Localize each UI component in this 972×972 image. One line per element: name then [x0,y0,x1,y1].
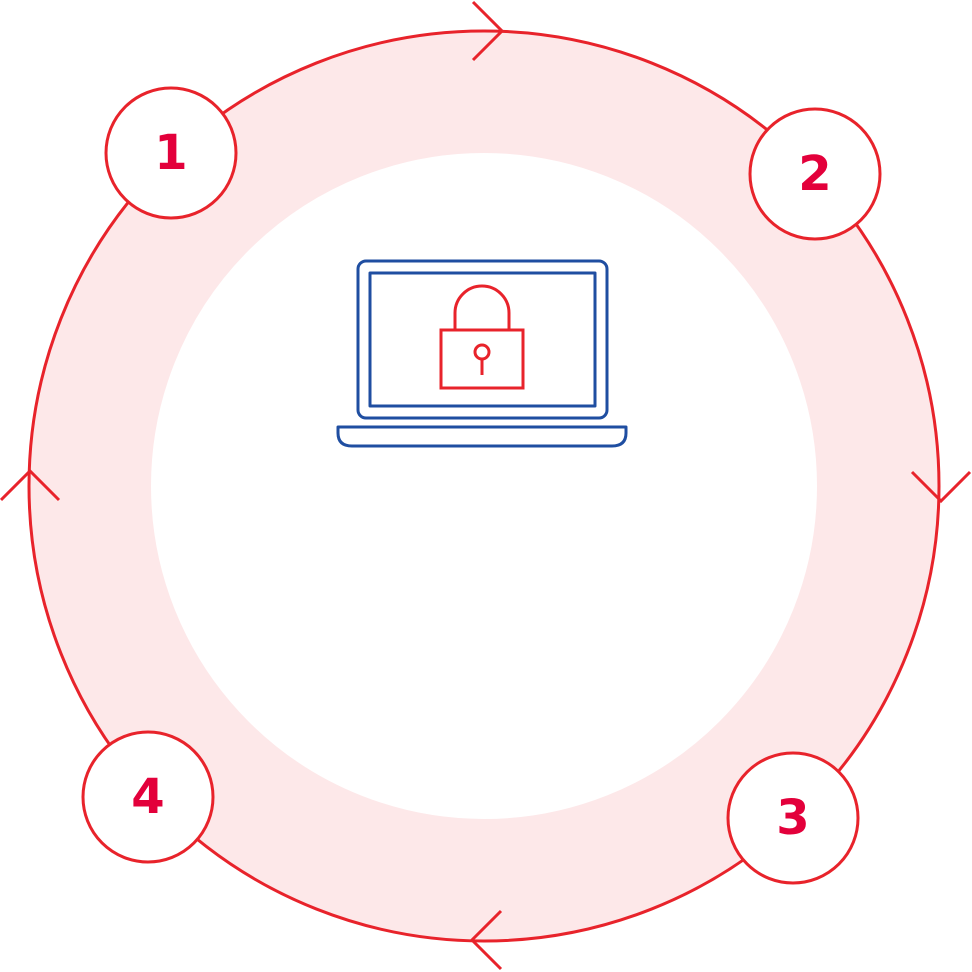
laptop-lock-icon [336,259,628,448]
step-number: 4 [131,769,164,825]
arrow-right-top [471,0,505,62]
step-4: 4 [81,730,215,864]
laptop-screen [368,271,597,408]
step-circle [726,751,860,885]
lock-icon [439,284,525,390]
arrow-down-right [910,470,972,504]
step-3: 3 [726,751,860,885]
step-number: 3 [776,790,809,846]
step-circle [104,86,238,220]
laptop-icon [336,259,628,448]
step-2: 2 [748,107,882,241]
step-number: 1 [154,125,187,181]
step-circle [81,730,215,864]
step-circle [748,107,882,241]
lock-shackle [453,284,511,330]
arrow-up-left [0,468,61,502]
lock-body [439,328,525,390]
arrow-left-bottom [469,909,503,971]
step-1: 1 [104,86,238,220]
step-number: 2 [798,146,831,202]
lock-keyhole [473,343,491,361]
laptop-base [336,425,628,448]
cycle-outline [27,29,941,943]
laptop-lid [356,259,609,420]
ring-band [29,31,939,941]
